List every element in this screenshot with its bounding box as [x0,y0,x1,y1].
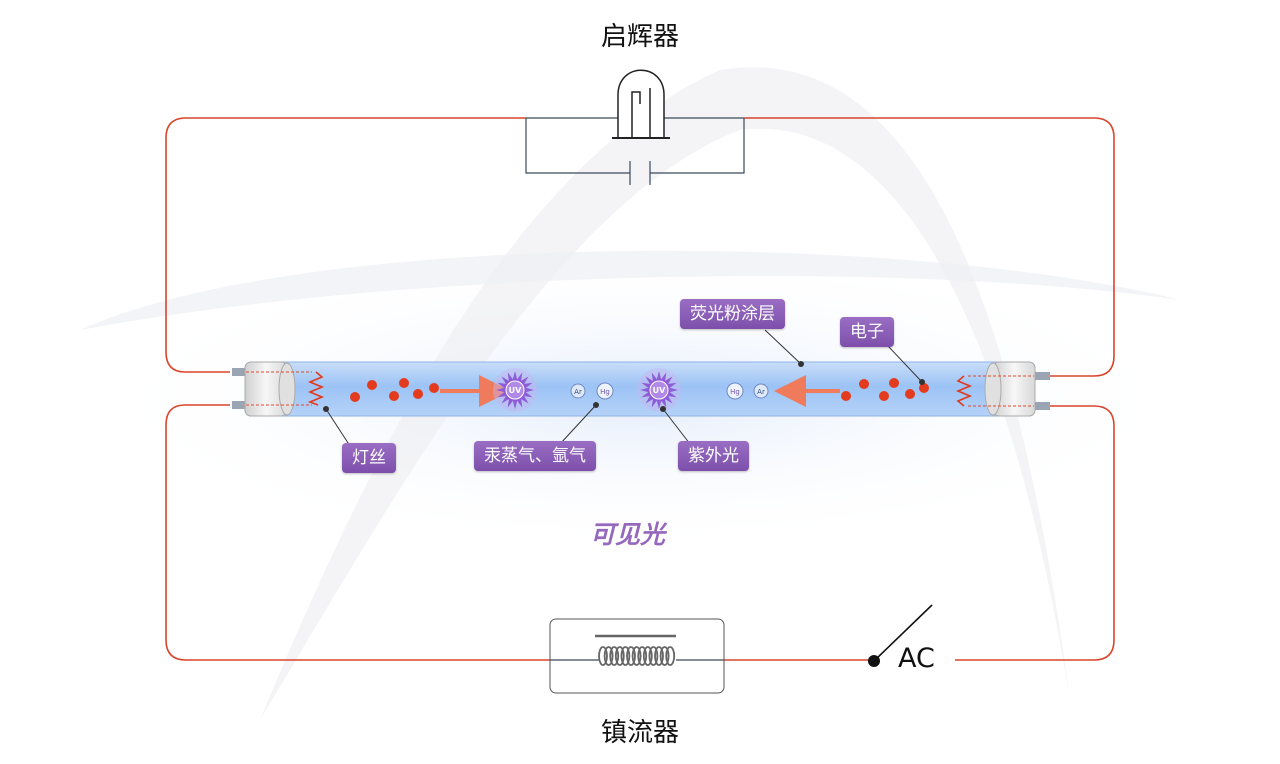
filament-right-icon [955,375,973,407]
ballast-title: 镇流器 [600,718,680,748]
electron-label: 电子 [840,317,894,347]
uv-burst-icon: UV [493,368,537,412]
starter-bulb-icon [612,69,670,139]
svg-text:Hg: Hg [600,388,610,396]
wire-top-left [165,117,526,373]
uv-burst-icon: UV [637,368,681,412]
visible-light-label: 可见光 [590,520,666,549]
uv-symbol: UV [653,386,666,395]
ac-label: AC [898,643,935,674]
mercury-atom-icon: Hg [596,382,614,400]
leader-lines [325,329,923,447]
wire-bottom-right [955,405,1115,661]
end-cap-left-rim [278,362,296,416]
wire-bottom-left [165,404,550,661]
pin-right-top [1034,372,1050,380]
filament-label: 灯丝 [342,443,396,473]
ballast-coil-icon [598,646,676,666]
uv-symbol: UV [509,386,522,395]
filament-leads [246,371,1034,407]
electrons [350,378,929,402]
leader-dots [323,361,925,412]
background-swoosh-2 [80,250,1180,330]
phosphor-coating-label: 荧光粉涂层 [680,299,785,329]
mercury-argon-label: 汞蒸气、氩气 [474,441,596,471]
wire-top-right [744,117,1115,377]
ac-switch-lever [873,604,933,662]
circuit-wires [165,117,1115,661]
uv-light-label: 紫外光 [678,441,749,471]
pin-left-top [232,368,246,376]
starter-title: 启辉器 [600,22,680,52]
svg-text:Ar: Ar [757,388,765,396]
svg-text:Ar: Ar [574,388,582,396]
ballast-box [549,618,725,694]
pin-left-bottom [232,401,246,409]
filament-left-icon [307,371,325,406]
pin-right-bottom [1034,402,1050,410]
end-cap-right-rim [984,362,1002,416]
mercury-atom-icon: Hg [726,382,744,400]
starter-circuit [525,117,745,185]
argon-atom-icon: Ar [753,383,769,399]
argon-atom-icon: Ar [570,383,586,399]
svg-text:Hg: Hg [730,388,740,396]
